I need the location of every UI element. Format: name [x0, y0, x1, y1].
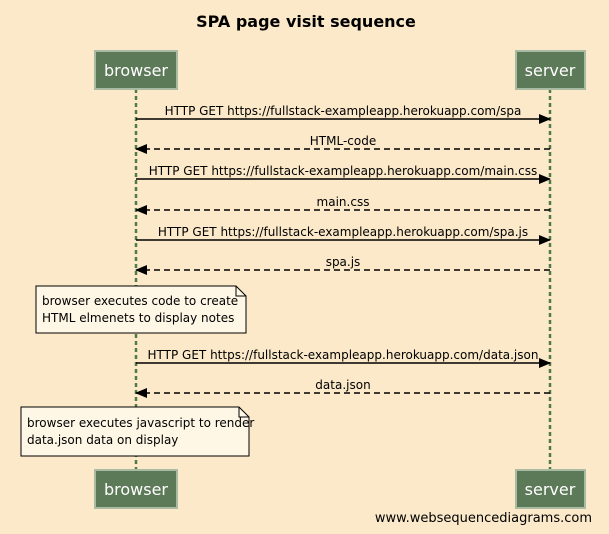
server-actor-top: server — [515, 50, 586, 90]
diagram-title: SPA page visit sequence — [196, 12, 416, 31]
message-5: HTTP GET https://fullstack-exampleapp.he… — [136, 225, 551, 245]
note-line: browser executes code to create — [42, 294, 238, 308]
browser-actor-bottom: browser — [94, 469, 178, 509]
message-label: HTTP GET https://fullstack-exampleapp.he… — [158, 225, 528, 239]
note-line: HTML elmenets to display notes — [42, 311, 234, 325]
message-7: HTTP GET https://fullstack-exampleapp.he… — [136, 348, 551, 368]
message-6: spa.js — [135, 255, 550, 275]
note-1: browser executes code to create HTML elm… — [35, 285, 247, 334]
message-label: HTTP GET https://fullstack-exampleapp.he… — [148, 348, 539, 362]
note-2: browser executes javascript to render da… — [20, 406, 254, 457]
server-actor-label: server — [525, 480, 576, 499]
server-actor-bottom: server — [515, 469, 586, 509]
message-4: main.css — [135, 195, 550, 215]
message-1: HTTP GET https://fullstack-exampleapp.he… — [136, 104, 551, 124]
message-label: HTML-code — [310, 134, 376, 148]
message-2: HTML-code — [135, 134, 550, 154]
message-label: spa.js — [326, 255, 361, 269]
message-3: HTTP GET https://fullstack-exampleapp.he… — [136, 164, 551, 184]
note-line: browser executes javascript to render — [27, 416, 254, 430]
browser-actor-top: browser — [94, 50, 178, 90]
message-label: data.json — [315, 378, 370, 392]
message-label: HTTP GET https://fullstack-exampleapp.he… — [165, 104, 522, 118]
watermark-text: www.websequencediagrams.com — [375, 511, 592, 526]
message-8: data.json — [135, 378, 550, 398]
browser-actor-label: browser — [104, 480, 168, 499]
note-line: data.json data on display — [27, 433, 178, 447]
message-label: HTTP GET https://fullstack-exampleapp.he… — [149, 164, 537, 178]
server-actor-label: server — [525, 61, 576, 80]
message-label: main.css — [317, 195, 370, 209]
browser-actor-label: browser — [104, 61, 168, 80]
